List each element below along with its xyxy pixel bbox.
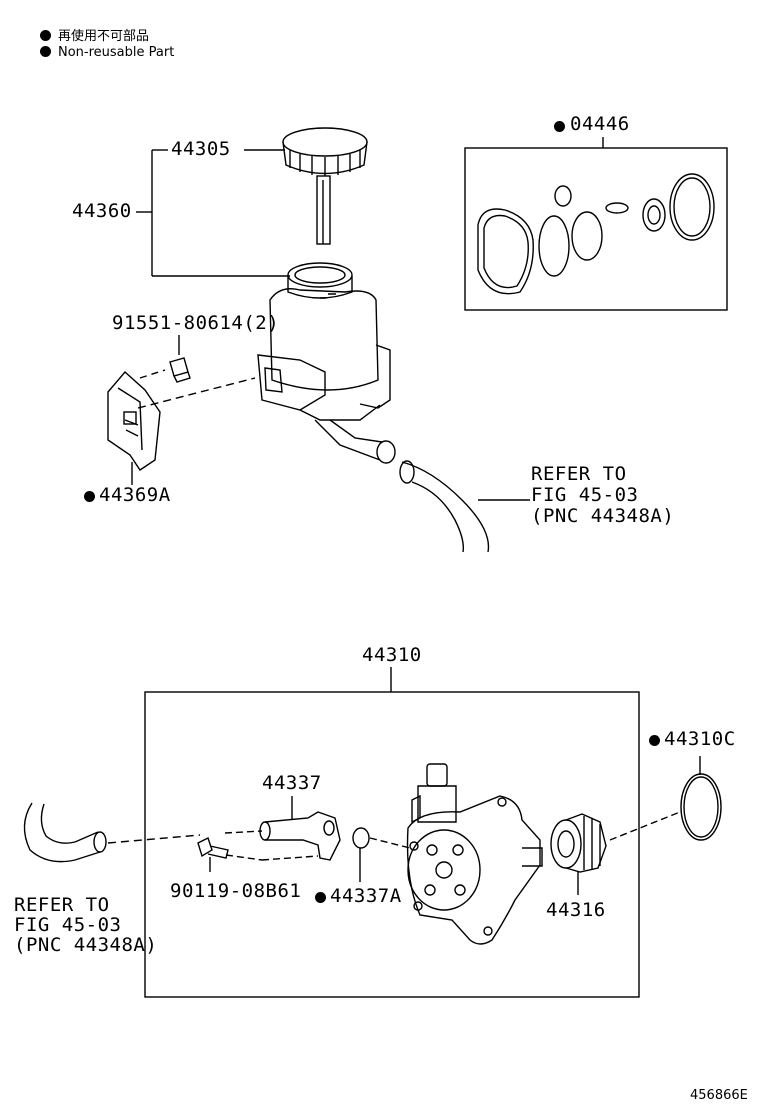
- label-44337: 44337: [262, 772, 322, 794]
- kit-seals: [477, 173, 715, 295]
- label-44316: 44316: [546, 899, 606, 921]
- pulley-44316: [550, 813, 607, 895]
- label-44369a: 44369A: [99, 484, 171, 506]
- legend-item-jp: 再使用不可部品: [40, 25, 149, 44]
- legend-text-en: Non-reusable Part: [58, 45, 175, 60]
- bullet-icon: [40, 30, 51, 41]
- reservoir-tank: [257, 262, 396, 464]
- nonreusable-dot-44369a: [84, 491, 95, 502]
- reservoir-cap: [282, 127, 368, 245]
- legend-item-en: Non-reusable Part: [40, 45, 174, 60]
- label-44310: 44310: [362, 644, 422, 666]
- bracket-44369a: [107, 370, 161, 485]
- dashed-bolt-link: [139, 369, 166, 379]
- refer-bottom-line3: (PNC 44348A): [14, 934, 158, 956]
- label-44360: 44360: [72, 200, 132, 222]
- hose-top: [399, 460, 530, 553]
- pump-box: [144, 691, 640, 998]
- oring-44310c: [680, 773, 722, 841]
- hose-bottom: [23, 802, 201, 863]
- nonreusable-dot-04446: [554, 121, 565, 132]
- pipe-44337: [224, 796, 341, 861]
- label-90119: 90119-08B61: [170, 880, 302, 902]
- refer-top-line1: REFER TO: [531, 463, 627, 485]
- refer-bottom-line2: FIG 45-03: [14, 914, 122, 936]
- kit-box: [464, 147, 728, 311]
- label-04446: 04446: [570, 113, 630, 135]
- bullet-icon: [40, 46, 51, 57]
- pump-body: [406, 763, 543, 945]
- oring-44337a: [352, 827, 370, 849]
- legend-text-jp: 再使用不可部品: [58, 29, 150, 44]
- refer-top-line2: FIG 45-03: [531, 484, 639, 506]
- label-44337a: 44337A: [330, 885, 402, 907]
- dashed-bracket-link: [137, 377, 256, 409]
- bolt-91551: [169, 335, 191, 383]
- figure-id: 456866E: [690, 1088, 748, 1103]
- label-44305: 44305: [171, 138, 231, 160]
- label-44310c: 44310C: [664, 728, 736, 750]
- refer-top-line3: (PNC 44348A): [531, 505, 675, 527]
- refer-bottom-line1: REFER TO: [14, 894, 110, 916]
- nonreusable-dot-44337a: [315, 892, 326, 903]
- bolt-90119: [197, 837, 263, 872]
- nonreusable-dot-44310c: [649, 735, 660, 746]
- label-91551: 91551-80614(2): [112, 312, 280, 334]
